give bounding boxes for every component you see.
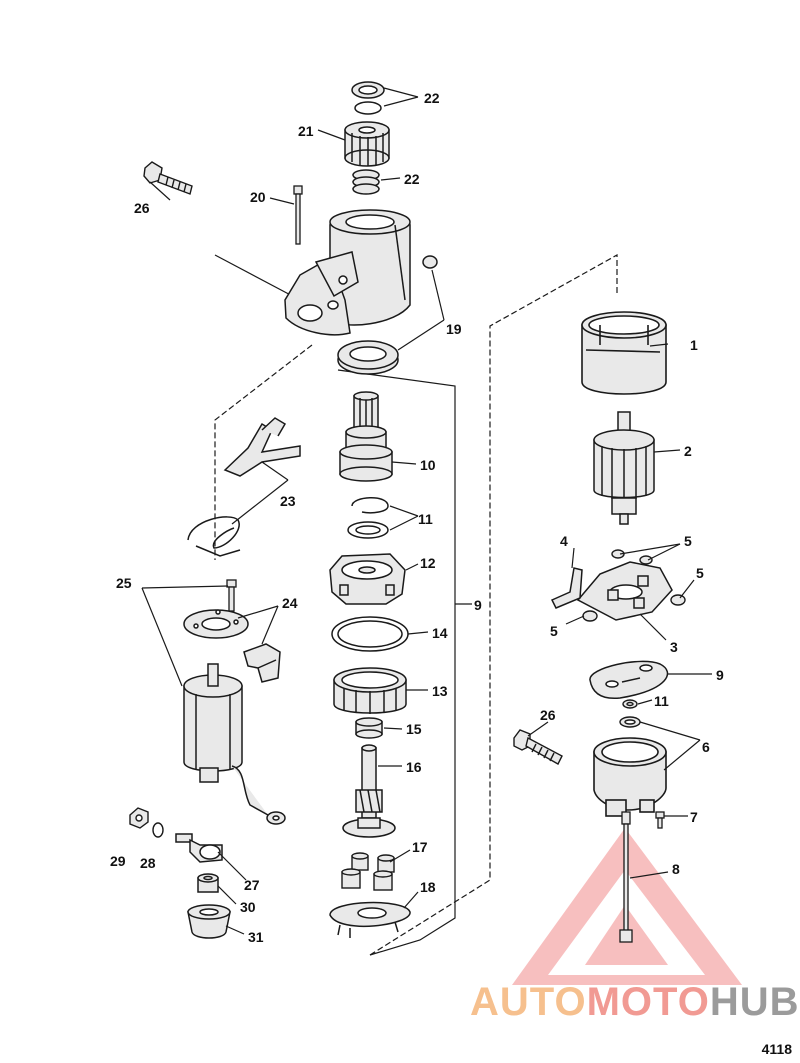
leader-lines xyxy=(141,87,712,935)
callout-11-center: 11 xyxy=(418,511,433,527)
callout-24: 24 xyxy=(282,595,298,611)
nut-29-icon xyxy=(129,807,149,829)
callout-3: 3 xyxy=(670,639,678,655)
terminal-27-icon xyxy=(175,833,223,863)
callout-labels: 22 21 22 20 26 19 1 2 10 23 11 4 5 12 5 … xyxy=(110,90,724,945)
bolt-26-right-icon xyxy=(513,729,563,765)
callout-19: 19 xyxy=(446,321,462,337)
screw-7-icon xyxy=(655,811,665,829)
washer-11-right-icon xyxy=(622,699,638,709)
callout-22-spring: 22 xyxy=(404,171,420,187)
callout-14: 14 xyxy=(432,625,448,641)
callout-13: 13 xyxy=(432,683,448,699)
drive-end-housing-icon xyxy=(284,209,438,336)
shaft-16-icon xyxy=(342,744,396,838)
watermark-part-hub: HUB xyxy=(709,980,800,1024)
callout-9-center: 9 xyxy=(474,597,482,613)
spring-clip-23-icon xyxy=(187,516,241,557)
callout-21: 21 xyxy=(298,123,314,139)
callout-18: 18 xyxy=(420,879,436,895)
callout-5-top: 5 xyxy=(684,533,692,549)
screw-25-icon xyxy=(226,579,237,612)
watermark-text: AUTOMOTOHUB xyxy=(470,980,800,1025)
clip-11-icon xyxy=(347,497,389,539)
callout-30: 30 xyxy=(240,899,256,915)
assembly-boundary-lines xyxy=(214,253,618,956)
callout-25: 25 xyxy=(116,575,132,591)
callout-2: 2 xyxy=(684,443,692,459)
watermark-part-auto: AUTO xyxy=(470,980,587,1024)
cap-31-icon xyxy=(187,904,231,939)
callout-9-right: 9 xyxy=(716,667,724,683)
callout-7: 7 xyxy=(690,809,698,825)
callout-23: 23 xyxy=(280,493,296,509)
callout-5-left: 5 xyxy=(550,623,558,639)
bolt-8-icon xyxy=(619,811,633,943)
bolt-20-icon xyxy=(293,185,303,245)
solenoid-25-icon xyxy=(183,663,286,825)
callout-10: 10 xyxy=(420,457,436,473)
washer-22-top-icon xyxy=(351,81,385,115)
bushing-6-icon xyxy=(619,716,641,728)
insulator-9-right-icon xyxy=(589,660,669,700)
callout-1: 1 xyxy=(690,337,698,353)
boot-24-icon xyxy=(243,643,281,683)
callout-29: 29 xyxy=(110,853,126,869)
lever-23-icon xyxy=(223,417,301,477)
pinion-gear-21-icon xyxy=(344,121,390,167)
callout-8: 8 xyxy=(672,861,680,877)
brush-lead-4-icon xyxy=(550,567,583,609)
commutator-end-cap-6-icon xyxy=(593,737,667,817)
callout-6: 6 xyxy=(702,739,710,755)
o-ring-14-icon xyxy=(331,616,409,652)
armature-2-icon xyxy=(593,411,655,525)
callout-4: 4 xyxy=(560,533,568,549)
planetary-carrier-12-icon xyxy=(329,553,406,605)
brush-springs-5-icon xyxy=(582,549,686,622)
callout-31: 31 xyxy=(248,929,264,945)
callout-17: 17 xyxy=(412,839,428,855)
washer-28-icon xyxy=(152,822,164,838)
field-frame-1-icon xyxy=(581,311,667,395)
bolt-26-top-icon xyxy=(143,161,193,195)
callout-11-right: 11 xyxy=(654,693,669,709)
callout-28: 28 xyxy=(140,855,156,871)
callout-20: 20 xyxy=(250,189,266,205)
callout-22-top: 22 xyxy=(424,90,440,106)
callout-26-right: 26 xyxy=(540,707,556,723)
planet-gears-17-icon xyxy=(341,852,395,891)
callout-16: 16 xyxy=(406,759,422,775)
washer-18-icon xyxy=(329,901,411,938)
nut-30-icon xyxy=(197,873,219,893)
watermark-part-moto: MOTO xyxy=(586,980,710,1024)
bearing-15-icon xyxy=(355,717,383,739)
brush-holder-3-icon xyxy=(576,561,673,621)
callout-26-top: 26 xyxy=(134,200,150,216)
callout-27: 27 xyxy=(244,877,260,893)
spring-22-icon xyxy=(352,169,380,195)
plate-24-icon xyxy=(183,609,249,639)
ring-gear-13-icon xyxy=(333,667,407,714)
figure-id: 4118 xyxy=(761,1041,792,1057)
seal-19-icon xyxy=(337,340,399,375)
callout-12: 12 xyxy=(420,555,436,571)
callout-15: 15 xyxy=(406,721,422,737)
drive-assembly-10-icon xyxy=(339,391,393,482)
callout-5-right: 5 xyxy=(696,565,704,581)
